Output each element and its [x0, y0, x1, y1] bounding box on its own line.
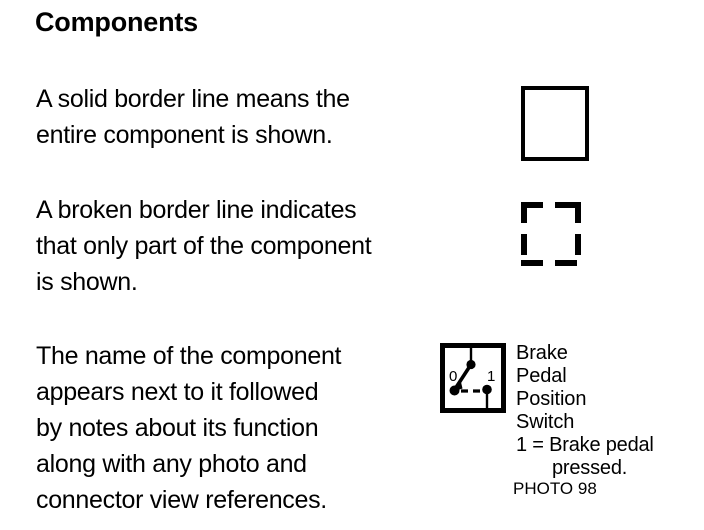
paragraph-broken-border: A broken border line indicates that only…	[36, 196, 372, 296]
broken-border-example-box	[521, 202, 581, 266]
note-line-2: pressed.	[552, 457, 628, 479]
component-name-label: Brake Pedal Position Switch	[516, 342, 587, 433]
solid-border-example-box	[521, 86, 589, 161]
note-line-1: 1 = Brake pedal	[516, 434, 654, 456]
page-title: Components	[35, 7, 198, 37]
switch-terminal-label-1: 1	[487, 368, 495, 385]
photo-reference: PHOTO 98	[513, 479, 597, 498]
brake-pedal-position-switch-symbol: 0 1	[440, 343, 506, 413]
paragraph-component-name: The name of the component appears next t…	[36, 342, 342, 514]
switch-terminal-label-0: 0	[449, 368, 457, 385]
paragraph-solid-border: A solid border line means the entire com…	[36, 85, 350, 149]
component-function-note: 1 = Brake pedal pressed.	[516, 434, 696, 480]
